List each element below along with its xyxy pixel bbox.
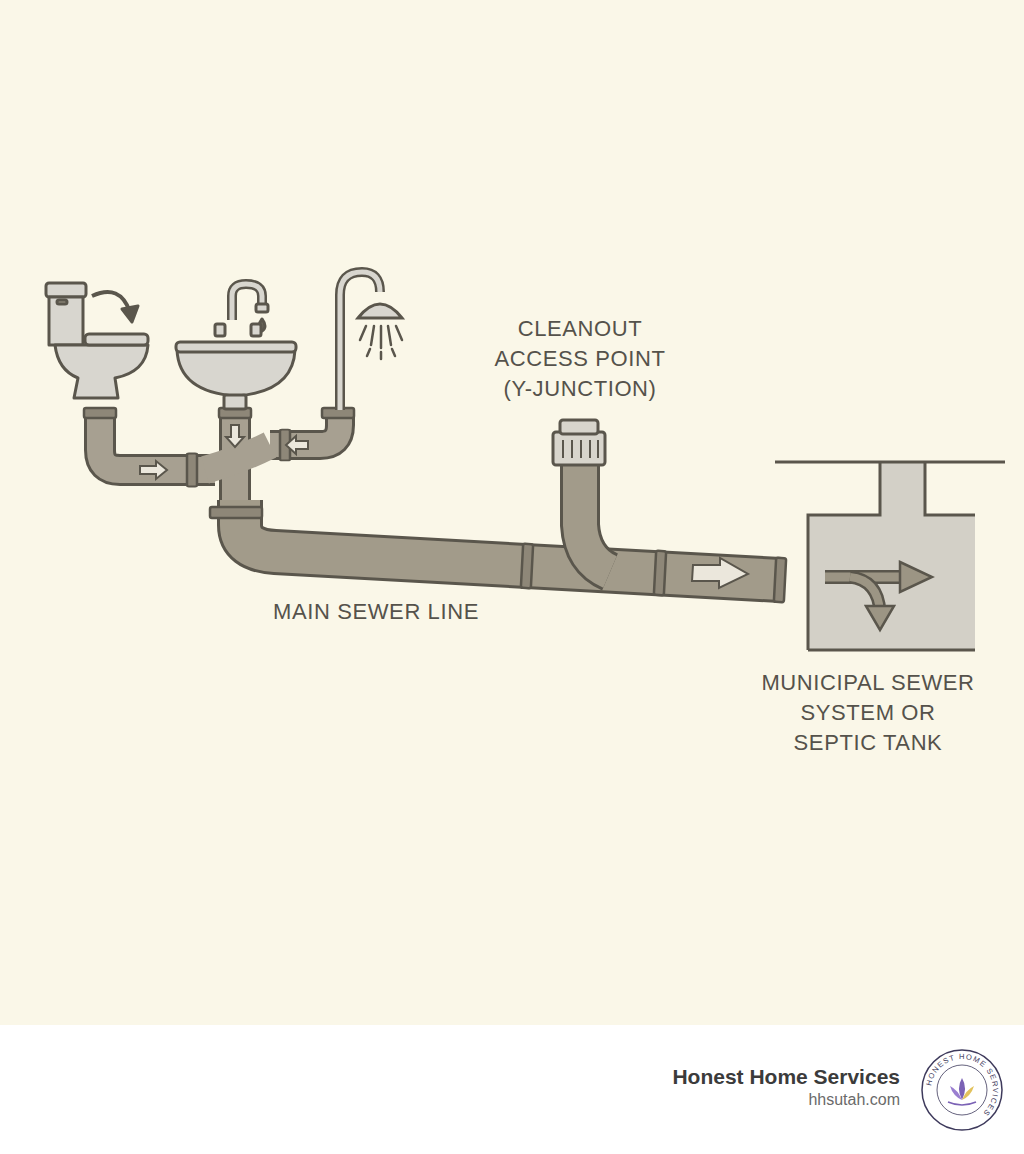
logo-svg: HONEST HOME SERVICES [920, 1048, 1004, 1132]
part-label: MAIN SEWER LINE [226, 597, 526, 627]
sink [176, 284, 296, 409]
tank [775, 462, 1005, 650]
svg-text:HONEST HOME SERVICES: HONEST HOME SERVICES [924, 1052, 1000, 1118]
flow-arrows [140, 425, 748, 588]
part-label: CLEANOUT ACCESS POINT (Y-JUNCTION) [478, 314, 683, 404]
toilet [46, 283, 148, 398]
shower [340, 272, 402, 410]
logo-badge: HONEST HOME SERVICES [920, 1048, 1004, 1132]
website: hhsutah.com [808, 1091, 900, 1109]
footer-band: Honest Home Services hhsutah.com HONEST HO… [0, 1025, 1024, 1154]
part-label: MUNICIPAL SEWER SYSTEM OR SEPTIC TANK [759, 668, 977, 758]
plumbing-illustration [0, 0, 1024, 1025]
logo-text: HONEST HOME SERVICES [924, 1052, 1000, 1118]
pipe-collars [84, 408, 786, 602]
brand-name: Honest Home Services [672, 1065, 900, 1089]
pipes [100, 412, 780, 580]
